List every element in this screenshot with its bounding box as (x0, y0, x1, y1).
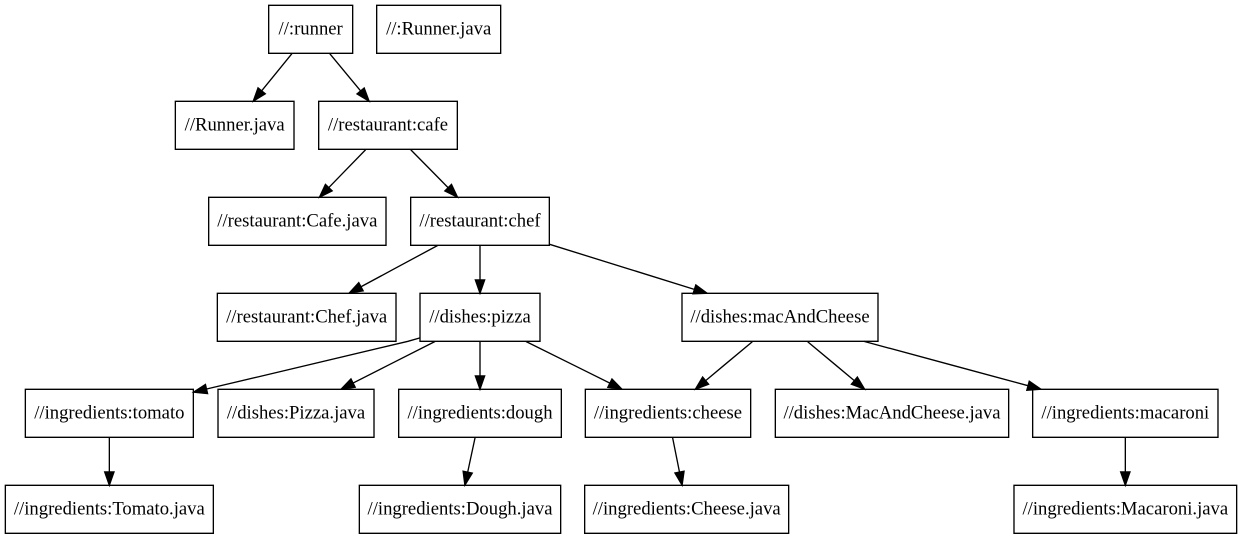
svg-text://ingredients:Dough.java: //ingredients:Dough.java (368, 498, 554, 519)
svg-text://ingredients:macaroni: //ingredients:macaroni (1041, 402, 1209, 423)
svg-text://ingredients:tomato: //ingredients:tomato (34, 402, 184, 423)
svg-text://ingredients:dough: //ingredients:dough (407, 402, 553, 423)
svg-text://:runner: //:runner (279, 18, 344, 39)
svg-text://dishes:Pizza.java: //dishes:Pizza.java (227, 402, 366, 423)
svg-text://:Runner.java: //:Runner.java (386, 18, 492, 39)
svg-text://ingredients:cheese: //ingredients:cheese (594, 402, 742, 423)
svg-text://ingredients:Cheese.java: //ingredients:Cheese.java (593, 498, 782, 519)
svg-text://restaurant:cafe: //restaurant:cafe (328, 114, 448, 135)
svg-text://restaurant:Cafe.java: //restaurant:Cafe.java (217, 210, 378, 231)
svg-text://Runner.java: //Runner.java (185, 114, 286, 135)
svg-text://dishes:MacAndCheese.java: //dishes:MacAndCheese.java (783, 402, 1001, 423)
svg-text://dishes:macAndCheese: //dishes:macAndCheese (690, 306, 869, 327)
svg-text://restaurant:Chef.java: //restaurant:Chef.java (226, 306, 388, 327)
svg-text://ingredients:Macaroni.java: //ingredients:Macaroni.java (1022, 498, 1228, 519)
svg-text://ingredients:Tomato.java: //ingredients:Tomato.java (14, 498, 206, 519)
svg-text://restaurant:chef: //restaurant:chef (419, 210, 541, 231)
svg-text://dishes:pizza: //dishes:pizza (429, 306, 531, 327)
